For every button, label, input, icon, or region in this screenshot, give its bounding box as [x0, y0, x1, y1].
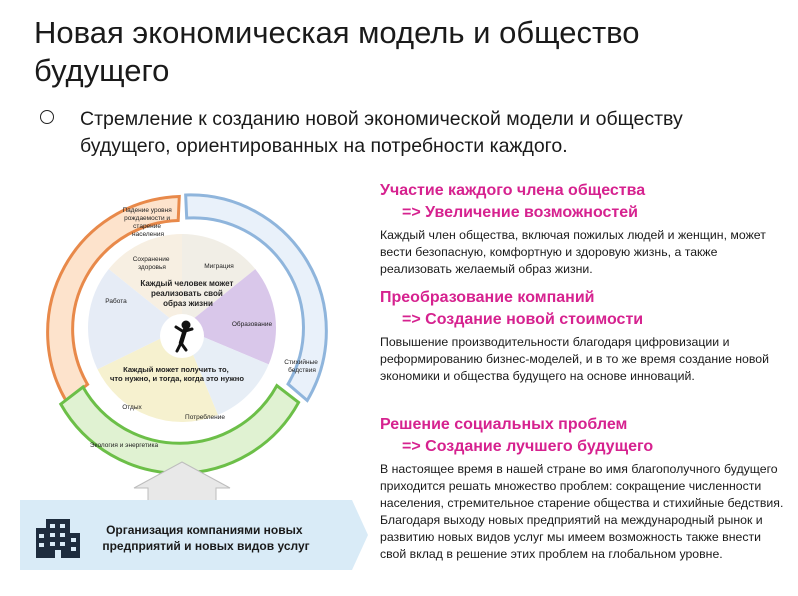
label-migration: Миграция	[204, 263, 234, 270]
section-subheading: => Увеличение возможностей	[402, 204, 638, 221]
building-icon	[36, 519, 80, 558]
section-social: Решение социальных проблем => Создание л…	[380, 414, 790, 563]
banner-text: Организация компаниями новых предприятий…	[102, 523, 309, 553]
section-heading: Решение социальных проблем	[380, 416, 628, 433]
ring-green	[58, 383, 301, 475]
slide-title: Новая экономическая модель и общество бу…	[34, 15, 640, 88]
label-education: Образование	[232, 320, 273, 328]
bullet-circle-icon	[40, 110, 54, 124]
section-subheading: => Создание новой стоимости	[402, 311, 644, 328]
society-diagram: Падение уровня рождаемости и старение на…	[20, 193, 368, 570]
banner-background	[20, 500, 368, 570]
label-disasters: Стихийные бедствия	[284, 358, 320, 374]
section-subheading: => Создание лучшего будущего	[402, 438, 654, 455]
wedge-migration	[182, 234, 256, 328]
bullet-text: Стремление к созданию новой экономическо…	[80, 108, 683, 157]
center-bottom-text: Каждый может получить то, что нужно, и т…	[110, 365, 244, 383]
section-body: Повышение производительности благодаря ц…	[380, 335, 769, 383]
label-health: Сохранение здоровья	[133, 256, 172, 271]
section-heading: Преобразование компаний	[380, 289, 595, 306]
label-work: Работа	[105, 297, 127, 305]
section-body: Каждый член общества, включая пожилых лю…	[380, 228, 766, 276]
section-heading: Участие каждого члена общества	[380, 182, 646, 199]
section-companies: Преобразование компаний => Создание ново…	[380, 287, 790, 385]
label-consumption: Потребление	[185, 413, 225, 421]
wedge-consumption	[182, 328, 269, 415]
person-icon	[174, 320, 194, 353]
wedge-work	[87, 269, 182, 370]
section-body: В настоящее время в нашей стране во имя …	[380, 462, 784, 561]
center-top-text: Каждый человек может реализовать свой об…	[140, 279, 235, 308]
label-birthrate: Падение уровня рождаемости и старение на…	[122, 207, 173, 238]
label-ecology: Экология и энергетика	[90, 442, 159, 449]
wedge-education	[182, 269, 277, 365]
wedge-health	[108, 234, 182, 328]
label-leisure: Отдых	[122, 404, 142, 411]
ring-blue	[184, 193, 328, 403]
section-participation: Участие каждого члена общества => Увелич…	[380, 180, 790, 278]
